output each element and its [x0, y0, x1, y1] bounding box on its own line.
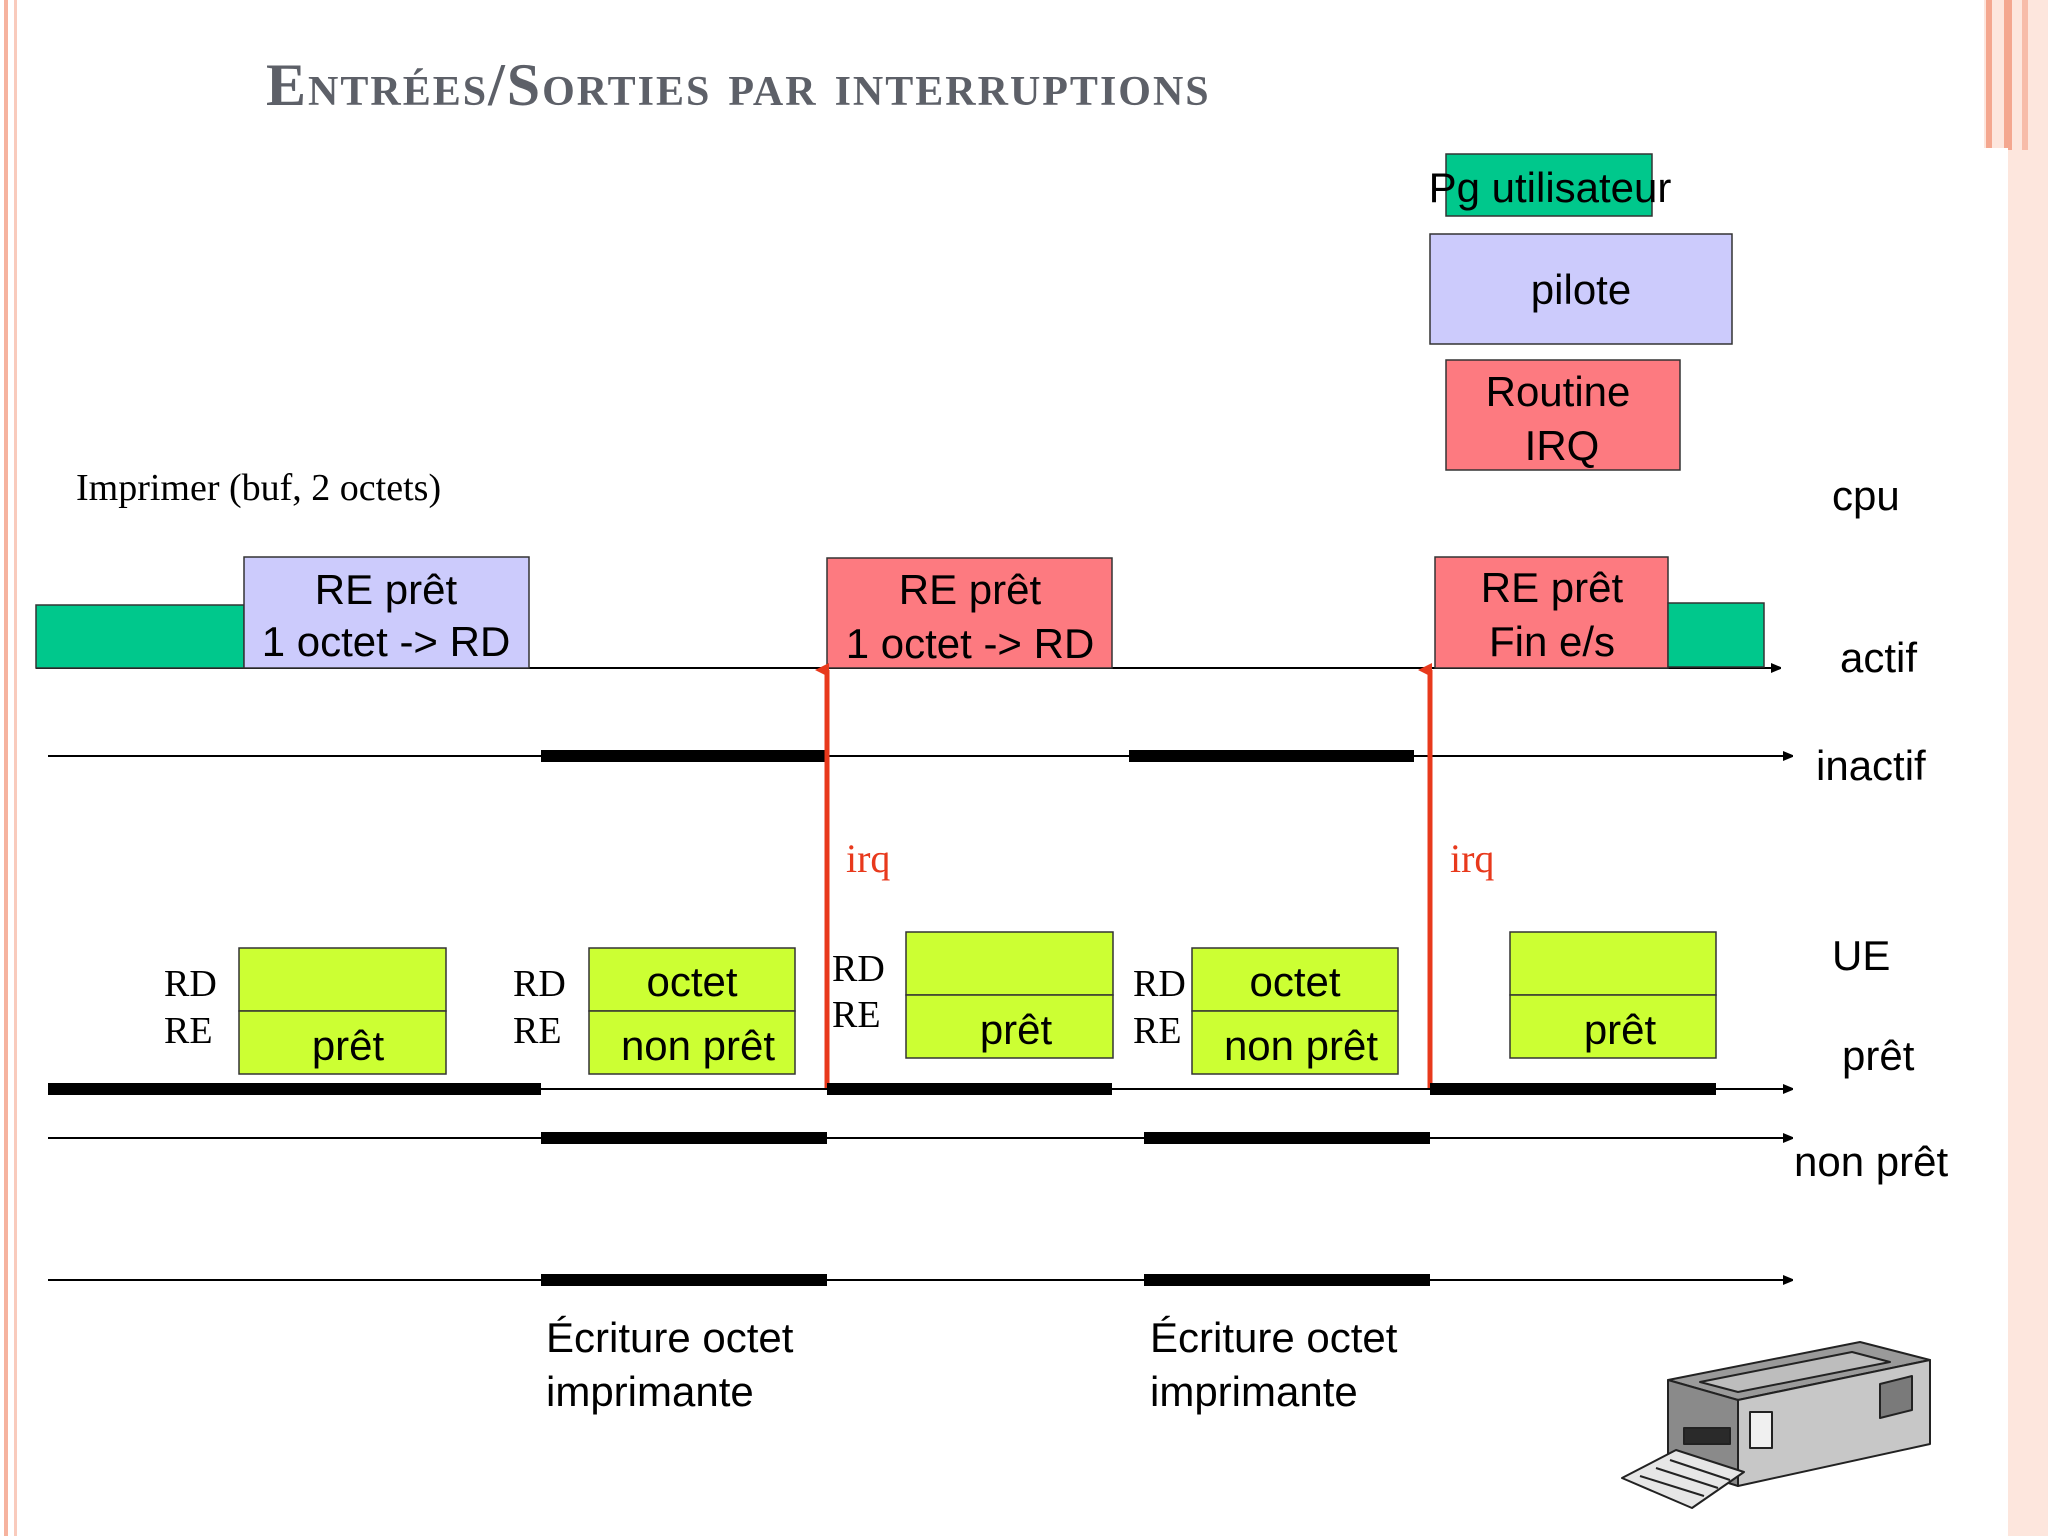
register-rd-cell [905, 931, 1114, 996]
register-rd-cell [1191, 947, 1399, 1012]
register-rd-label: RD [832, 948, 885, 990]
ue-ready-label: prêt [1842, 1032, 1915, 1079]
printer-write-label-1-line1: Écriture octet [546, 1314, 794, 1361]
printer-write-label-1-line2: imprimante [546, 1368, 754, 1415]
legend-irq-routine-box [1445, 359, 1681, 471]
printer-icon [1621, 1341, 1931, 1509]
printer-slot [1683, 1427, 1731, 1445]
printer-vent [1879, 1375, 1913, 1419]
cpu-inactive-label: inactif [1816, 742, 1926, 789]
register-re-label: RE [1133, 1010, 1182, 1052]
register-re-value: prêt [1584, 1006, 1657, 1053]
register-rd-label: RD [513, 963, 566, 1005]
slide-title: Entrées/Sorties par interruptions [266, 52, 1211, 118]
call-label: Imprimer (buf, 2 octets) [76, 467, 441, 509]
ue-not-ready-label: non prêt [1794, 1138, 1948, 1185]
printer-top-panel [1699, 1351, 1891, 1393]
register-rd-cell [238, 947, 447, 1012]
legend-user-program-swatch [1445, 153, 1653, 217]
register-block-4: RD RE octet non prêt [1133, 947, 1399, 1075]
register-block-5: prêt [1509, 931, 1717, 1059]
cpu-driver-box [243, 556, 530, 669]
register-re-value: non prêt [1224, 1022, 1378, 1069]
register-rd-cell [1509, 931, 1717, 996]
register-block-2: RD RE octet non prêt [513, 947, 796, 1075]
printer-paper-line [1655, 1467, 1719, 1489]
legend-driver-box [1429, 233, 1733, 345]
irq-label-1: irq [846, 836, 890, 881]
legend: Pg utilisateur pilote Routine IRQ [1429, 153, 1733, 471]
printer-paper-line [1669, 1459, 1731, 1481]
ue-lane-label: UE [1832, 932, 1890, 979]
register-re-label: RE [164, 1010, 213, 1052]
register-rd-value: octet [1249, 958, 1340, 1005]
register-re-cell [238, 1010, 447, 1075]
printer-write-label-2-line2: imprimante [1150, 1368, 1358, 1415]
irq-signals: irq irq [815, 663, 1494, 1089]
cpu-irq-routine-box-2-line1: RE prêt [1481, 564, 1624, 611]
printer-write-label-2-line1: Écriture octet [1150, 1314, 1398, 1361]
cpu-user-program-segment [35, 604, 245, 669]
register-block-1: RD RE prêt [164, 947, 447, 1075]
register-re-label: RE [513, 1010, 562, 1052]
printer-lane: Écriture octet imprimante Écriture octet… [48, 1274, 1792, 1415]
ue-lane: UE prêt non prêt RD RE prêt RD RE octet … [48, 931, 1948, 1185]
register-rd-label: RD [164, 963, 217, 1005]
right-frame-stripe [2022, 0, 2028, 150]
register-block-3: RD RE prêt [832, 931, 1114, 1059]
printer-paper-tray [1621, 1449, 1745, 1509]
register-re-value: non prêt [621, 1022, 775, 1069]
cpu-irq-routine-box-1-line2: 1 octet -> RD [846, 620, 1095, 667]
register-re-cell [1509, 994, 1717, 1059]
right-frame-stripe [1986, 0, 1992, 150]
register-re-cell [905, 994, 1114, 1059]
legend-irq-routine-label-line1: Routine [1486, 368, 1631, 415]
cpu-driver-box-line2: 1 octet -> RD [262, 618, 511, 665]
left-frame-stripe [4, 0, 8, 1536]
cpu-irq-routine-box-2-line2: Fin e/s [1489, 618, 1615, 665]
left-frame-stripe [14, 0, 17, 1536]
cpu-user-program-resume [1667, 602, 1765, 668]
cpu-lane: cpu actif inactif RE prêt 1 octet -> RD … [35, 472, 1926, 789]
printer-paper-line [1639, 1475, 1705, 1497]
legend-user-program-label: Pg utilisateur [1429, 164, 1672, 211]
register-re-cell [1191, 1010, 1399, 1075]
right-frame-stripe [2004, 0, 2012, 150]
cpu-lane-label: cpu [1832, 472, 1900, 519]
register-re-value: prêt [980, 1006, 1053, 1053]
irq-label-2: irq [1450, 836, 1494, 881]
register-re-label: RE [832, 994, 881, 1036]
register-re-cell [588, 1010, 796, 1075]
left-frame-decoration [0, 0, 24, 1536]
cpu-driver-box-line1: RE prêt [315, 566, 458, 613]
legend-irq-routine-label-line2: IRQ [1525, 422, 1600, 469]
cpu-active-label: actif [1840, 634, 1917, 681]
register-rd-value: octet [646, 958, 737, 1005]
cpu-irq-routine-box-1 [826, 557, 1113, 669]
cpu-irq-routine-box-1-line1: RE prêt [899, 566, 1042, 613]
printer-control-panel [1749, 1411, 1773, 1449]
register-rd-label: RD [1133, 963, 1186, 1005]
register-re-value: prêt [312, 1022, 385, 1069]
legend-driver-label: pilote [1531, 266, 1631, 313]
